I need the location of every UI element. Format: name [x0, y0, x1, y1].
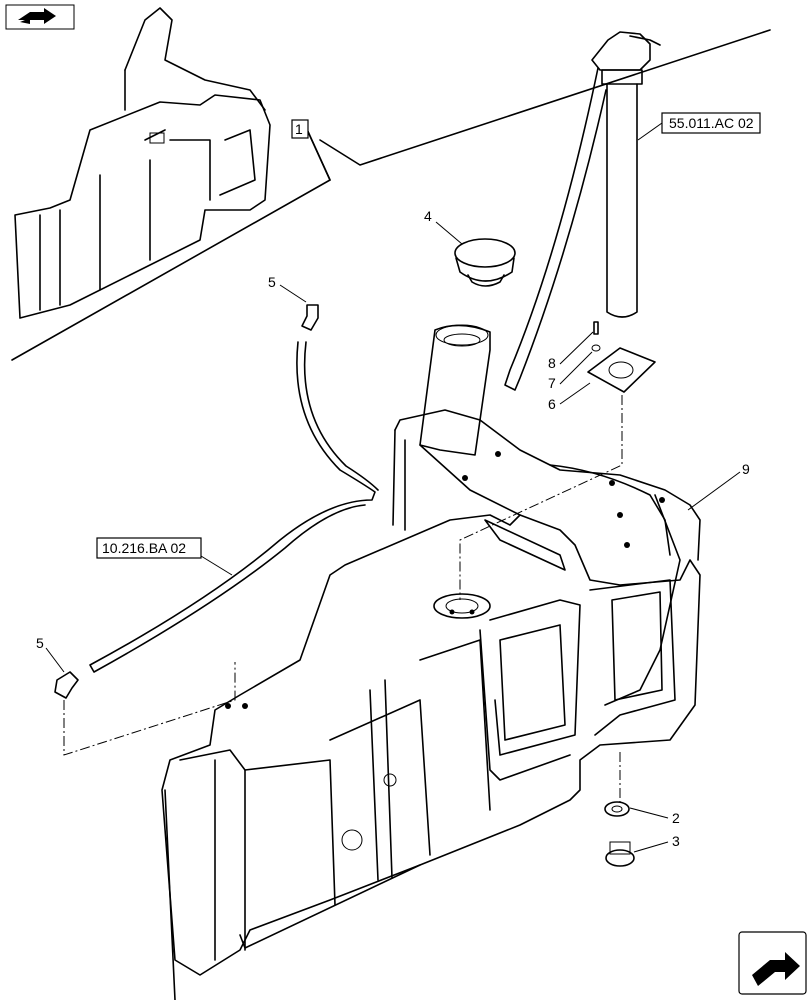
next-page-arrow-icon[interactable]	[738, 931, 807, 995]
svg-text:8: 8	[548, 355, 556, 371]
washer-7: 7	[548, 344, 601, 391]
main-fuel-tank: 9	[161, 324, 750, 1000]
hose-reference-label: 10.216.BA 02	[96, 537, 233, 576]
svg-text:9: 9	[742, 461, 750, 477]
gasket-6: 6	[548, 347, 656, 412]
drain-washer-2: 2	[604, 801, 680, 826]
svg-text:2: 2	[672, 810, 680, 826]
vent-hose: 10.216.BA 02	[89, 341, 379, 673]
svg-text:10.216.BA 02: 10.216.BA 02	[102, 540, 186, 556]
svg-text:55.011.AC 02: 55.011.AC 02	[669, 115, 754, 131]
svg-text:1: 1	[295, 121, 303, 137]
screw-8: 8	[548, 321, 599, 371]
svg-text:4: 4	[424, 208, 432, 224]
inset-tank	[14, 7, 271, 319]
assembly-callout: 1	[291, 119, 309, 139]
drain-plug-3: 3	[605, 833, 680, 867]
elbow-fitting-5-left: 5	[36, 635, 236, 756]
previous-page-arrow-icon[interactable]	[5, 4, 75, 30]
svg-text:6: 6	[548, 396, 556, 412]
inset-overview: 1	[11, 7, 771, 361]
sender-reference-label: 55.011.AC 02	[637, 112, 761, 141]
svg-text:5: 5	[268, 274, 276, 290]
elbow-fitting-5-top: 5	[268, 274, 319, 331]
svg-text:5: 5	[36, 635, 44, 651]
fuel-level-sender: 55.011.AC 02	[504, 31, 761, 391]
svg-text:7: 7	[548, 375, 556, 391]
svg-text:3: 3	[672, 833, 680, 849]
filler-cap: 4	[424, 208, 516, 287]
